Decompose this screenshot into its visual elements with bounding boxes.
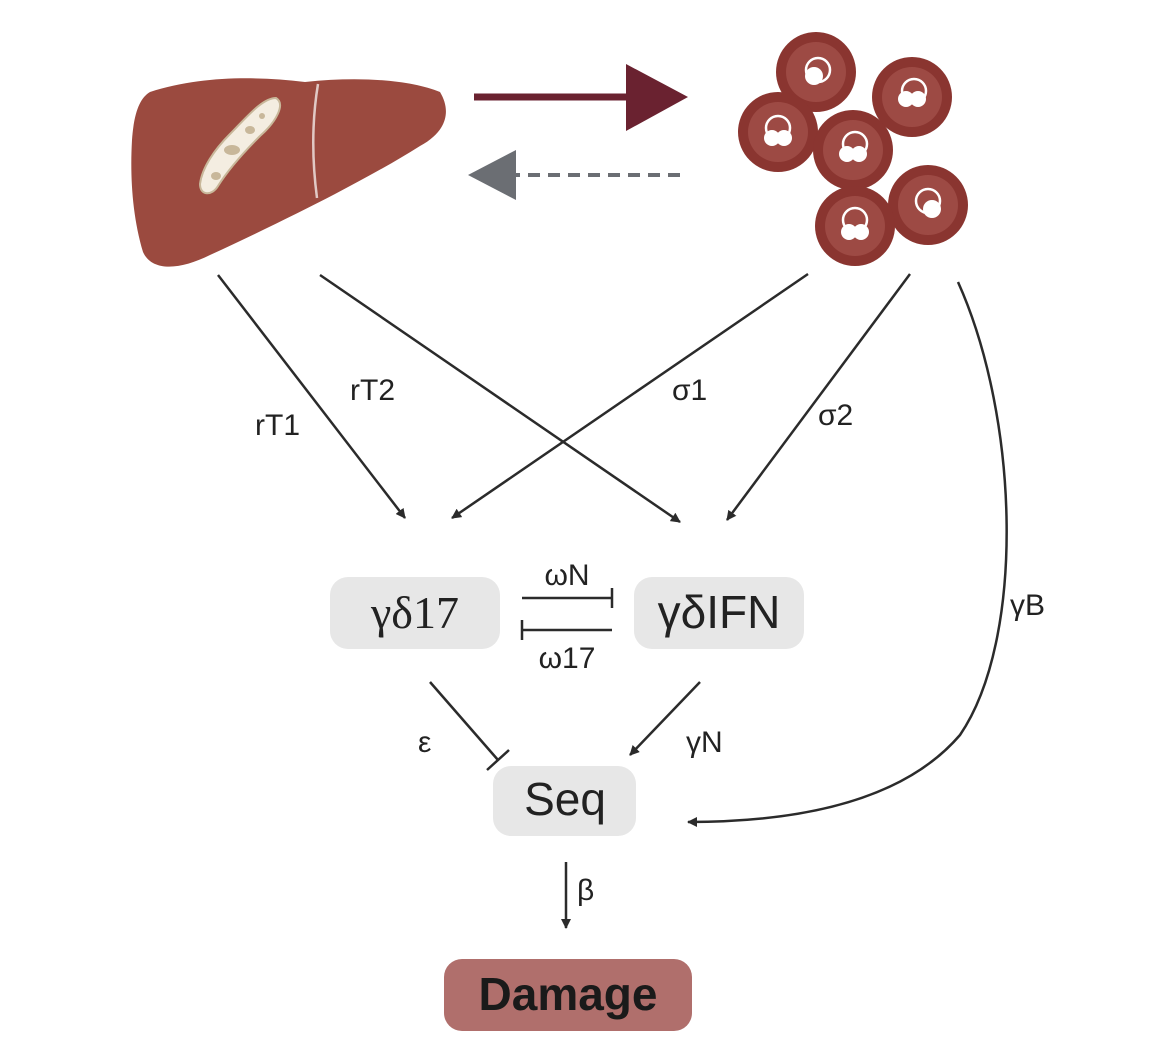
parasite-icon [198,96,281,195]
inhibition-omega17 [520,620,612,640]
edge-label-beta: β [577,874,594,907]
edge-label-omega17: ω17 [539,642,596,675]
edge-label-sigma2: σ2 [818,399,853,432]
edge-label-rT2: rT2 [350,374,395,407]
edge-label-gammaN: γN [686,726,723,759]
edge-rT1 [217,274,406,519]
inhibition-omegaN [522,588,614,608]
blood-to-liver-dashed-arrow [468,150,680,200]
node-gd17-label: γδ17 [370,587,459,638]
node-gdifn-label: γδIFN [658,586,781,638]
edge-label-gammaB: γB [1010,589,1045,622]
node-damage: Damage [444,959,692,1031]
edge-rT2 [319,273,681,524]
liver-to-blood-arrow [474,64,688,131]
node-gd17: γδ17 [330,577,500,649]
edge-sigma1 [451,272,809,520]
edge-label-epsilon: ε [418,726,431,759]
node-seq: Seq [493,766,636,836]
inhibition-epsilon [429,681,510,771]
edge-label-sigma1: σ1 [672,374,707,407]
node-gdifn: γδIFN [634,577,804,649]
edge-sigma2 [725,273,912,521]
node-damage-label: Damage [479,968,658,1020]
edge-gammaN [629,681,701,756]
edge-label-rT1: rT1 [255,409,300,442]
infected-red-blood-cells-icon [738,32,968,266]
edge-gammaB [687,281,1008,827]
liver-icon [131,78,446,267]
edge-label-omegaN: ωN [544,559,589,592]
node-seq-label: Seq [524,773,606,825]
